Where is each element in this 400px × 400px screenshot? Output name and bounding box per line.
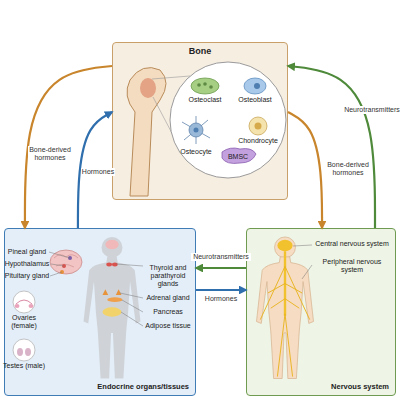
leader-line — [50, 272, 62, 276]
leader-line — [293, 245, 312, 246]
cell-body — [189, 123, 203, 137]
cell-body — [249, 117, 267, 135]
signal-arrow — [288, 66, 375, 228]
body-shape — [84, 257, 141, 379]
cell-nucleus — [209, 85, 213, 89]
ovary-shape — [16, 300, 32, 304]
testes-inset — [13, 339, 35, 361]
panel-box: Bone — [112, 42, 288, 200]
inset-circle — [13, 339, 35, 361]
cell-nucleus — [194, 128, 199, 133]
panel-title: Nervous system — [331, 382, 389, 391]
pituitary-dot — [60, 270, 64, 274]
arrow-label: Hormones — [203, 295, 239, 303]
osteoblast-cell — [244, 78, 266, 94]
ovary-shape — [29, 304, 34, 308]
head-shape — [275, 237, 296, 258]
arrow-label: Neurotransmitters — [343, 106, 400, 114]
femur-bone — [127, 68, 166, 196]
bmsc-cell — [222, 148, 256, 163]
zoom-line — [152, 76, 190, 79]
osteoclast-cell — [191, 78, 219, 94]
chondrocyte-cell — [249, 117, 267, 135]
inset-circle — [13, 291, 35, 313]
adrenal-organ — [116, 289, 122, 295]
osteocyte-cell — [182, 116, 210, 144]
panel-box: Endocrine organs/tissues — [4, 228, 196, 396]
ovaries-inset — [13, 291, 35, 313]
cell-dendrite — [184, 120, 208, 140]
panel-box: Nervous system — [246, 228, 396, 396]
arrow-label: Bone-derived hormones — [326, 161, 370, 177]
bone-illustration — [127, 62, 286, 196]
cell-body — [244, 78, 266, 94]
cell-body — [191, 78, 219, 94]
hypothalamus-dot — [62, 264, 66, 268]
human-figure — [257, 237, 314, 379]
cell-nucleus — [197, 83, 201, 87]
ovary-shape — [15, 304, 20, 308]
leader-line — [120, 293, 143, 298]
leader-line — [302, 265, 312, 279]
testis-shape — [25, 348, 31, 356]
leader-line — [121, 312, 143, 326]
thyroid-organ — [106, 263, 112, 267]
arrow-label: Bone-derived hormones — [28, 146, 72, 162]
head-shape — [102, 237, 123, 258]
panel-title: Endocrine organs/tissues — [97, 382, 189, 391]
leader-line — [51, 264, 64, 266]
leader-line — [49, 252, 70, 258]
endocrine-illustration — [13, 237, 143, 379]
pineal-dot — [68, 256, 72, 260]
leader-line — [122, 300, 143, 312]
signal-arrow — [288, 112, 322, 228]
nervous-illustration — [257, 237, 314, 379]
cell-nucleus — [203, 82, 207, 86]
cell-nucleus — [255, 123, 262, 130]
cell-nucleus — [254, 83, 260, 89]
body-shape — [257, 257, 314, 379]
testis-shape — [17, 348, 23, 356]
panel-title: Bone — [113, 46, 287, 56]
zoom-line — [153, 97, 186, 160]
adrenal-organ — [103, 289, 109, 295]
thyroid-organ — [112, 263, 118, 267]
signal-arrow — [196, 289, 246, 291]
peripheral-nerves — [260, 266, 309, 376]
signal-arrow — [25, 66, 112, 228]
arrow-label: Neurotransmitters — [191, 253, 251, 261]
signal-arrow — [78, 112, 112, 228]
adipose-organ — [103, 307, 122, 317]
leader-line — [116, 264, 143, 266]
cell-dendrite — [182, 122, 210, 138]
brain-shape — [277, 240, 292, 251]
pancreas-organ — [107, 297, 122, 302]
brain-shape — [105, 240, 118, 250]
human-silhouette — [84, 237, 141, 379]
cell-dendrite — [196, 116, 197, 144]
brain-inset — [50, 250, 82, 274]
spinal-cord — [284, 251, 286, 316]
arrow-label: Hormones — [81, 168, 115, 176]
bone-cut — [140, 78, 156, 98]
signal-arrow — [196, 267, 246, 269]
brain-gyri — [54, 255, 78, 267]
zoom-circle — [170, 62, 286, 178]
